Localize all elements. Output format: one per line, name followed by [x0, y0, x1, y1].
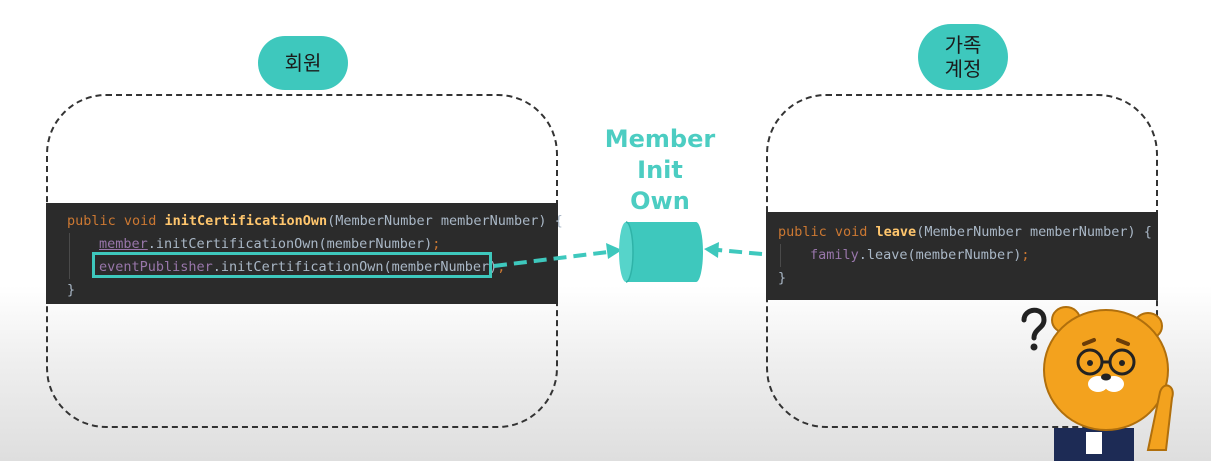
subscribe-arrow-line [717, 248, 763, 256]
event-topic-line2: Init [637, 156, 683, 184]
code-keyword: public void [778, 224, 876, 240]
family-account-group-label: 가족 계정 [918, 24, 1008, 90]
code-line: } [778, 267, 1158, 290]
code-line: public void initCertificationOwn(MemberN… [67, 210, 563, 233]
code-keyword: public void [67, 213, 165, 229]
question-mark-icon [1021, 307, 1047, 351]
cylinder-icon [619, 221, 703, 283]
family-account-title-line1: 가족 [944, 33, 982, 57]
event-topic-label: Member Init Own [590, 124, 730, 217]
code-call: .initCertificationOwn(memberNumber) [212, 259, 498, 275]
member-group-title: 회원 [284, 51, 322, 75]
family-account-title-line2: 계정 [944, 57, 982, 81]
publish-arrow-line [493, 250, 609, 268]
code-field: member [99, 236, 148, 252]
code-call: .initCertificationOwn(memberNumber) [147, 236, 433, 252]
code-call: .leave(memberNumber) [858, 247, 1022, 263]
confused-lion-mascot-icon [1021, 306, 1174, 461]
publish-arrow-head [606, 243, 622, 259]
code-field: family [810, 247, 859, 263]
code-brace: } [778, 270, 787, 286]
code-brace: } [67, 282, 76, 298]
code-function-name: initCertificationOwn [164, 213, 328, 229]
code-line: member.initCertificationOwn(memberNumber… [69, 233, 558, 256]
code-line: public void leave(MemberNumber memberNum… [778, 221, 1158, 244]
event-topic-line1: Member [604, 125, 716, 153]
event-topic-line3: Own [630, 187, 690, 215]
member-group-label: 회원 [258, 36, 348, 90]
event-publish-highlight [92, 252, 492, 278]
code-line: } [67, 279, 558, 302]
family-code-snippet: public void leave(MemberNumber memberNum… [766, 212, 1158, 300]
subscribe-arrow-head [704, 242, 719, 258]
code-params: (MemberNumber memberNumber) { [916, 224, 1152, 240]
code-semicolon: ; [432, 236, 441, 252]
code-params: (MemberNumber memberNumber) { [327, 213, 563, 229]
code-function-name: leave [875, 224, 917, 240]
code-field: eventPublisher [99, 259, 213, 275]
code-line: family.leave(memberNumber); [780, 244, 1158, 267]
code-semicolon: ; [1021, 247, 1030, 263]
